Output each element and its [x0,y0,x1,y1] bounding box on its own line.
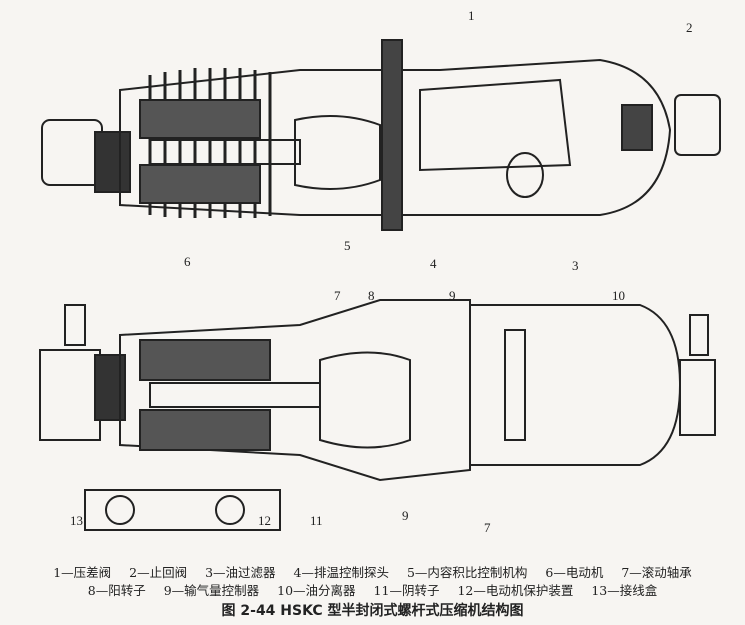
pressure-valve-left [64,304,86,346]
oil-separator [419,78,572,172]
discharge-flange [674,94,721,156]
legend-item: 6—电动机 [545,565,604,580]
suction-filter [94,131,131,193]
rotors [319,351,411,449]
suction-body [39,349,101,441]
label-7: 7 [334,288,341,303]
label-6: 6 [184,254,191,269]
label-8: 8 [368,288,375,303]
legend-item: 7—滚动轴承 [621,565,692,580]
legend-item: 12—电动机保护装置 [457,583,574,598]
label-4: 4 [430,256,437,271]
legend-item: 13—接线盒 [591,583,658,598]
oil-filter [506,152,544,198]
label-5: 5 [344,238,351,253]
label-7b: 7 [484,520,491,535]
shaft [149,139,301,165]
label-3: 3 [572,258,579,273]
legend-item: 11—阴转子 [373,583,440,598]
legend-item: 5—内容积比控制机构 [406,565,528,580]
pressure-valve-right [689,314,709,356]
motor-housing [119,299,471,482]
legend-item: 8—阳转子 [87,583,146,598]
discharge-body [679,359,716,436]
legend-item: 9—输气量控制器 [163,583,260,598]
legend-item: 3—油过滤器 [205,565,276,580]
legend-line-1: 1—压差阀 2—止回阀 3—油过滤器 4—排温控制探头 5—内容积比控制机构 6… [0,562,745,581]
stator-top-2 [139,339,271,381]
label-9: 9 [449,288,456,303]
bottom-compressor-drawing [39,299,716,531]
label-2: 2 [686,20,693,35]
stator-bottom-2 [139,409,271,451]
legend-line-2: 8—阳转子 9—输气量控制器 10—油分离器 11—阴转子 12—电动机保护装置… [0,580,745,599]
suction-flange [41,119,103,186]
legend-item: 4—排温控制探头 [293,565,389,580]
flange [381,39,403,231]
tank-bracket [504,329,526,441]
part-labels: 1 2 3 4 5 6 7 8 9 10 11 12 13 9 7 [70,8,693,535]
housing-outline [119,58,672,216]
label-1: 1 [468,8,475,23]
stator-top [139,99,261,139]
legend-item: 10—油分离器 [277,583,356,598]
label-13: 13 [70,513,83,528]
label-11: 11 [310,513,323,528]
figure-title: 图 2-44 HSKC 型半封闭式螺杆式压缩机结构图 [221,603,524,619]
legend-item: 1—压差阀 [53,565,112,580]
check-valve [621,104,653,151]
cooling-fins [148,68,272,218]
label-12: 12 [258,513,271,528]
label-9b: 9 [402,508,409,523]
label-10: 10 [612,288,625,303]
shaft-2 [149,382,321,408]
oil-separator-tank [469,304,682,466]
stator-bottom [139,164,261,204]
junction-box [84,489,281,531]
compressor-drawings: 1 2 3 4 5 6 7 8 9 10 11 12 13 9 7 [39,8,721,535]
top-compressor-drawing [41,39,721,231]
screw-rotor [294,115,381,190]
legend-item: 2—止回阀 [129,565,188,580]
